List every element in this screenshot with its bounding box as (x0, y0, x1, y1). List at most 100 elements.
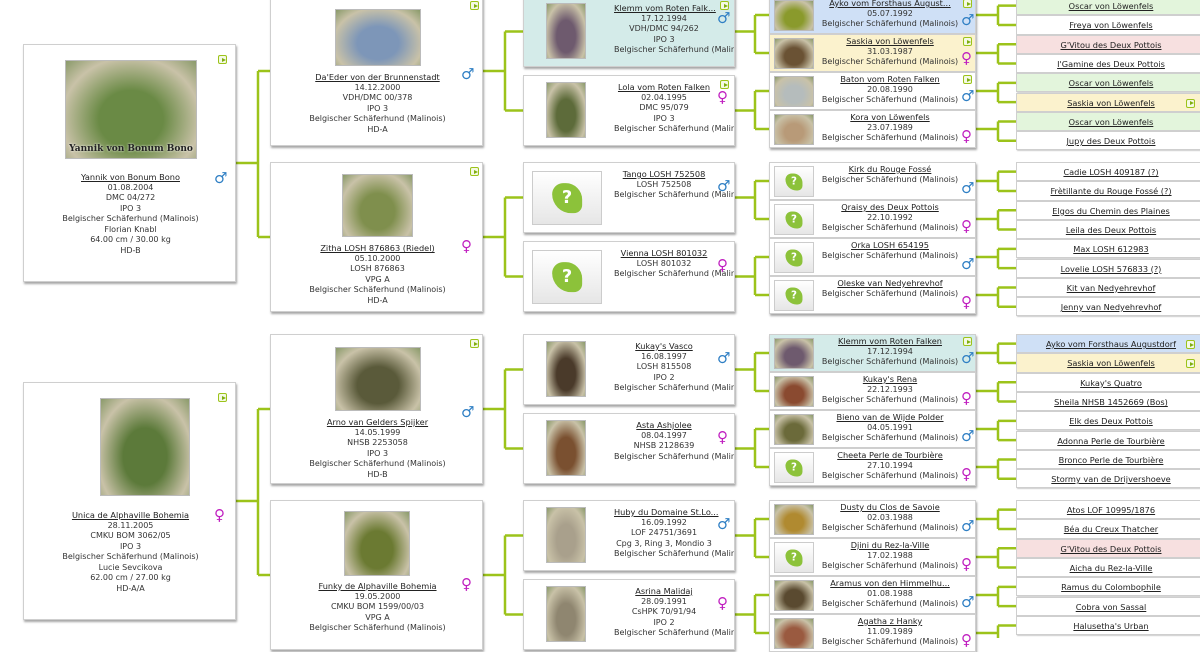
dog-name-link[interactable]: Kukay's Vasco (635, 341, 693, 351)
ancestor-name-link[interactable]: Frètillante du Rouge Fossé (?) (1050, 186, 1172, 197)
ancestor-row[interactable]: Lovelie LOSH 576833 (?) (1016, 258, 1200, 278)
ancestor-row[interactable]: Ayko vom Forsthaus Augustdorf (1016, 334, 1200, 354)
dog-photo[interactable] (100, 398, 190, 496)
ancestor-name-link[interactable]: Sheila NHSB 1452669 (Bos) (1054, 396, 1168, 407)
ancestor-row[interactable]: Oscar von Löwenfels (1016, 0, 1200, 16)
ancestor-row[interactable]: Leila des Deux Pottois (1016, 219, 1200, 240)
ancestor-row[interactable]: Cadie LOSH 409187 (?) (1016, 162, 1200, 182)
ancestor-row[interactable]: Kit van Nedyehrevhof (1016, 277, 1200, 298)
ancestor-name-link[interactable]: Jupy des Deux Pottois (1066, 136, 1156, 147)
ancestor-name-link[interactable]: Cadie LOSH 409187 (?) (1063, 167, 1159, 177)
ancestor-name-link[interactable]: Lovelie LOSH 576833 (?) (1060, 263, 1162, 274)
ancestor-row[interactable]: Aicha du Rez-la-Ville (1016, 557, 1200, 578)
dog-photo[interactable] (546, 586, 586, 642)
dog-name-link[interactable]: Tango LOSH 752508 (622, 169, 706, 179)
dog-photo[interactable] (774, 338, 814, 369)
dog-name-link[interactable]: Ayko vom Forsthaus August... (829, 0, 951, 8)
dog-photo[interactable]: Yannik von Bonum Bono (65, 60, 197, 159)
ancestor-name-link[interactable]: G'Vitou des Deux Pottois (1060, 543, 1162, 554)
dog-photo[interactable] (774, 618, 814, 649)
ancestor-row[interactable]: Max LOSH 612983 (1016, 239, 1200, 259)
ancestor-row[interactable]: Elk des Deux Pottois (1016, 411, 1200, 431)
ancestor-name-link[interactable]: Ayko vom Forsthaus Augustdorf (1045, 339, 1177, 349)
dog-name-link[interactable]: Yannik von Bonum Bono (81, 172, 180, 182)
dog-name-link[interactable]: Funky de Alphaville Bohemia (318, 581, 437, 591)
ancestor-name-link[interactable]: Jenny van Nedyehrevhof (1060, 302, 1162, 313)
dog-photo[interactable] (546, 420, 586, 476)
ancestor-name-link[interactable]: Ramus du Colombophile (1061, 582, 1161, 593)
ancestor-row[interactable]: Oscar von Löwenfels (1016, 111, 1200, 132)
dog-name-link[interactable]: Qraisy des Deux Pottois (841, 202, 939, 212)
ancestor-name-link[interactable]: Oscar von Löwenfels (1068, 116, 1154, 127)
ancestor-row[interactable]: Frètillante du Rouge Fossé (?) (1016, 181, 1200, 201)
dog-photo[interactable] (774, 414, 814, 445)
dog-name-link[interactable]: Oleske van Nedyehrevhof (837, 278, 943, 288)
ancestor-name-link[interactable]: Leila des Deux Pottois (1065, 224, 1157, 235)
dog-name-link[interactable]: Arno van Gelders Spijker (326, 417, 429, 427)
ancestor-row[interactable]: Adonna Perle de Tourbière (1016, 430, 1200, 450)
ancestor-name-link[interactable]: Elgos du Chemin des Plaines (1052, 205, 1170, 216)
ancestor-name-link[interactable]: Oscar von Löwenfels (1068, 78, 1154, 89)
dog-photo[interactable] (774, 376, 814, 407)
play-icon[interactable] (720, 1, 729, 10)
ancestor-name-link[interactable]: Béa du Creux Thatcher (1063, 524, 1159, 535)
dog-name-link[interactable]: Huby du Domaine St.Lo... (614, 507, 719, 517)
ancestor-row[interactable]: Ramus du Colombophile (1016, 577, 1200, 597)
dog-photo[interactable] (774, 114, 814, 145)
dog-name-link[interactable]: Agatha z Hanky (857, 616, 923, 626)
dog-name-link[interactable]: Klemm vom Roten Falk... (614, 3, 716, 13)
dog-name-link[interactable]: Vienna LOSH 801032 (620, 248, 708, 258)
dog-name-link[interactable]: Kirk du Rouge Fossé (848, 164, 932, 174)
ancestor-name-link[interactable]: I'Gamine des Deux Pottois (1057, 58, 1165, 69)
ancestor-row[interactable]: Bronco Perle de Tourbière (1016, 449, 1200, 470)
dog-name-link[interactable]: Lola vom Roten Falken (617, 82, 711, 92)
ancestor-name-link[interactable]: Adonna Perle de Tourbière (1057, 435, 1165, 446)
ancestor-name-link[interactable]: Max LOSH 612983 (1073, 244, 1149, 255)
ancestor-name-link[interactable]: Kit van Nedyehrevhof (1066, 282, 1156, 293)
ancestor-name-link[interactable]: Saskia von Löwenfels (1067, 97, 1155, 108)
dog-photo[interactable] (344, 511, 410, 576)
dog-photo[interactable] (774, 76, 814, 107)
ancestor-row[interactable]: Saskia von Löwenfels (1016, 92, 1200, 112)
ancestor-row[interactable]: I'Gamine des Deux Pottois (1016, 53, 1200, 74)
ancestor-name-link[interactable]: Aicha du Rez-la-Ville (1069, 562, 1153, 573)
ancestor-name-link[interactable]: Bronco Perle de Tourbière (1058, 454, 1164, 465)
ancestor-row[interactable]: Béa du Creux Thatcher (1016, 519, 1200, 539)
ancestor-name-link[interactable]: Saskia von Löwenfels (1067, 358, 1155, 369)
dog-photo[interactable] (335, 9, 421, 66)
ancestor-row[interactable]: Jenny van Nedyehrevhof (1016, 297, 1200, 317)
dog-name-link[interactable]: Bieno van de Wijde Polder (836, 412, 944, 422)
dog-name-link[interactable]: Baton vom Roten Falken (840, 74, 940, 84)
dog-photo[interactable] (546, 3, 586, 59)
ancestor-row[interactable]: G'Vitou des Deux Pottois (1016, 34, 1200, 54)
dog-photo[interactable] (774, 580, 814, 611)
dog-name-link[interactable]: Kora von Löwenfels (850, 112, 930, 122)
ancestor-name-link[interactable]: G'Vitou des Deux Pottois (1060, 39, 1162, 50)
play-icon[interactable] (963, 75, 972, 84)
dog-photo[interactable] (774, 504, 814, 535)
dog-name-link[interactable]: Orka LOSH 654195 (851, 240, 929, 250)
dog-name-link[interactable]: Zitha LOSH 876863 (Riedel) (320, 243, 435, 253)
